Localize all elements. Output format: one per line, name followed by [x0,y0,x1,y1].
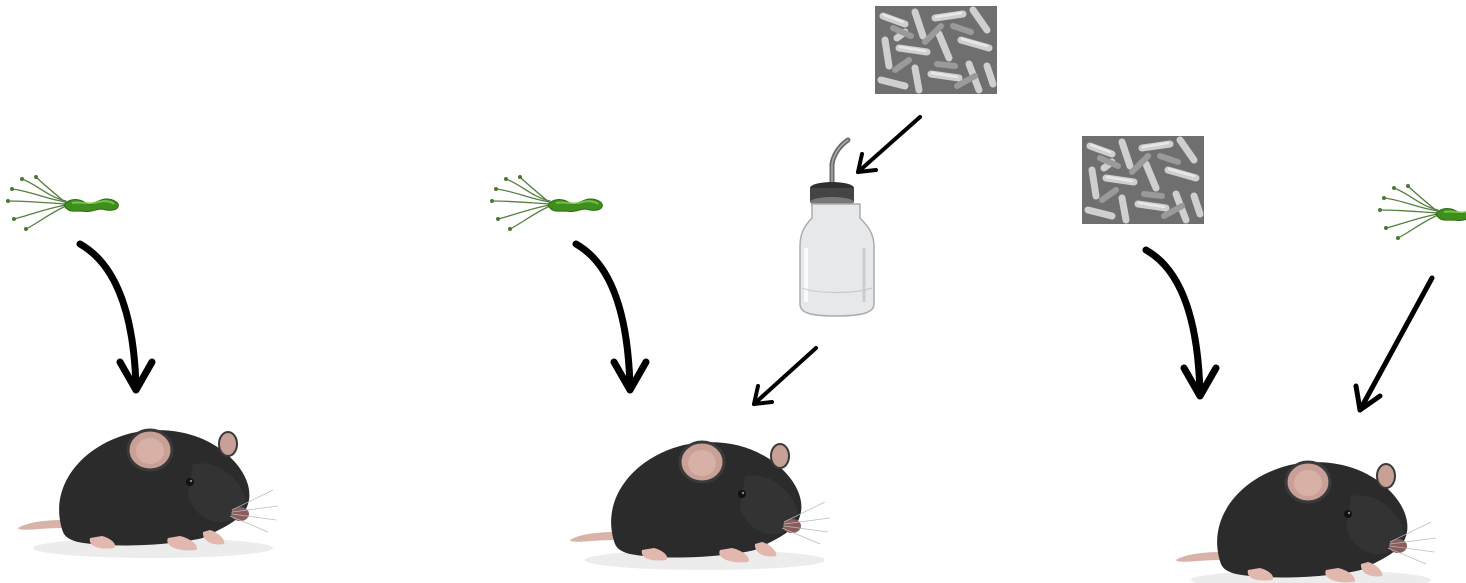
mouse-icon [1176,462,1436,583]
mouse-icon [570,442,830,570]
bacterium-icon [6,175,118,231]
sem-micrograph-icon [875,6,997,94]
arrow-icon [858,117,920,172]
arrow-icon [754,348,816,404]
bacterium-icon [490,175,602,231]
arrow-icon [576,244,646,390]
arrow-icon [1146,250,1216,396]
arrow-icon [80,244,152,390]
mouse-icon [18,430,278,558]
panel-1 [6,175,278,558]
panel-2 [490,6,997,570]
arrow-icon [1356,278,1432,410]
sem-micrograph-icon [1082,136,1204,224]
bacterium-icon [1378,184,1466,240]
panel-3 [1082,136,1466,583]
